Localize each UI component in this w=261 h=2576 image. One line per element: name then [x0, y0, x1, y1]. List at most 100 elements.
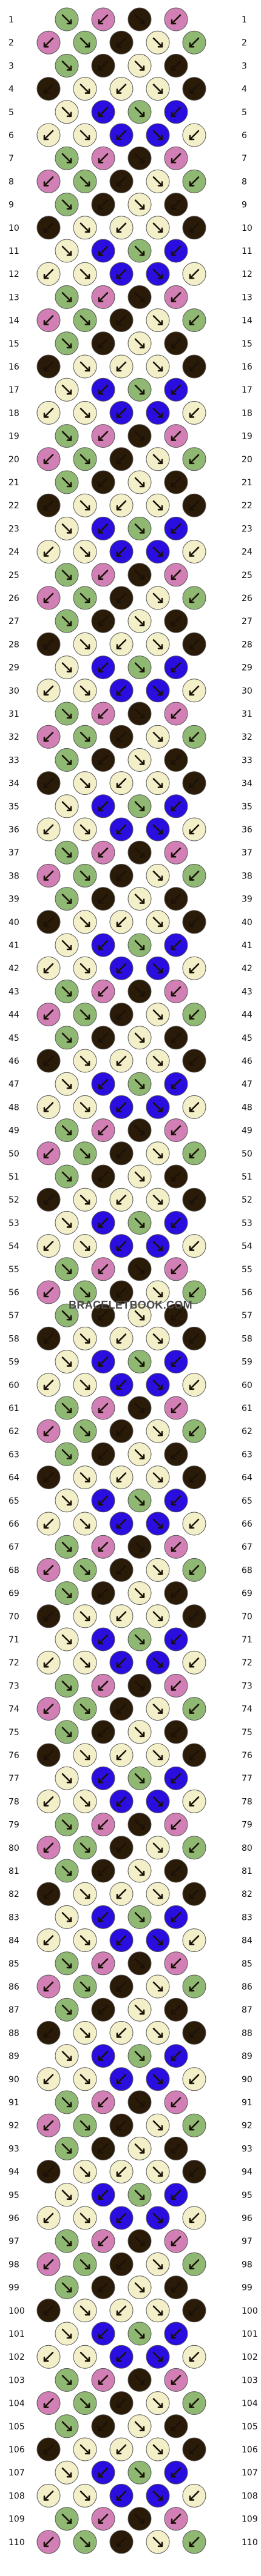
knot-arrow-icon — [116, 731, 127, 742]
knot-arrow-icon — [61, 61, 72, 71]
knot-arrow-icon — [43, 731, 54, 742]
knot-arrow-icon — [134, 2236, 145, 2246]
knot-arrow-icon — [43, 130, 54, 141]
row-label-left: 58 — [8, 1334, 19, 1344]
knot-arrow-icon — [171, 569, 181, 580]
knot-arrow-icon — [189, 1518, 200, 1529]
knot-arrow-icon — [61, 1588, 72, 1598]
knot-arrow-icon — [116, 1333, 127, 1344]
row-label-right: 20 — [242, 455, 253, 465]
knot-arrow-icon — [134, 1032, 145, 1043]
row-label-right: 84 — [242, 1936, 253, 1946]
knot-arrow-icon — [171, 1773, 181, 1784]
row-label-right: 105 — [242, 2422, 258, 2432]
knot-arrow-icon — [98, 801, 109, 812]
row-label-left: 60 — [8, 1381, 19, 1390]
knot-arrow-icon — [152, 963, 163, 974]
knot-arrow-icon — [80, 130, 90, 141]
knot-arrow-icon — [43, 222, 54, 233]
row-label-right: 65 — [242, 1496, 253, 1506]
row-label-right: 80 — [242, 1844, 253, 1853]
knot-arrow-icon — [171, 1078, 181, 1089]
knot-arrow-icon — [152, 2491, 163, 2501]
row-label-left: 30 — [8, 686, 19, 696]
knot-arrow-icon — [43, 963, 54, 974]
row-label-right: 108 — [242, 2491, 258, 2501]
row-label-right: 109 — [242, 2515, 258, 2525]
knot-arrow-icon — [61, 1125, 72, 1135]
knot-arrow-icon — [98, 338, 109, 349]
knot-arrow-icon — [189, 593, 200, 603]
knot-arrow-icon — [43, 1194, 54, 1205]
row-label-right: 102 — [242, 2352, 258, 2362]
knot-arrow-icon — [189, 2074, 200, 2085]
knot-arrow-icon — [80, 1888, 90, 1899]
row-label-left: 11 — [8, 247, 19, 256]
row-label-right: 5 — [242, 108, 247, 118]
knot-arrow-icon — [98, 2282, 109, 2292]
knot-arrow-icon — [134, 477, 145, 488]
row-label-left: 85 — [8, 1959, 19, 1969]
knot-arrow-icon — [80, 917, 90, 928]
knot-arrow-icon — [152, 268, 163, 279]
knot-arrow-icon — [171, 894, 181, 904]
row-label-right: 19 — [242, 432, 253, 442]
row-label-right: 11 — [242, 247, 253, 256]
row-label-left: 45 — [8, 1034, 19, 1043]
knot-arrow-icon — [43, 1009, 54, 1020]
knot-arrow-icon — [80, 963, 90, 974]
knot-arrow-icon — [98, 662, 109, 672]
knot-arrow-icon — [98, 1310, 109, 1321]
knot-arrow-icon — [134, 2097, 145, 2108]
row-label-right: 29 — [242, 663, 253, 673]
row-label-right: 101 — [242, 2329, 258, 2339]
knot-arrow-icon — [171, 1264, 181, 1275]
row-label-left: 59 — [8, 1358, 19, 1367]
knot-arrow-icon — [189, 639, 200, 649]
row-label-left: 44 — [8, 1011, 19, 1020]
knot-arrow-icon — [134, 1912, 145, 1922]
knot-arrow-icon — [189, 268, 200, 279]
knot-arrow-icon — [98, 1681, 109, 1691]
knot-arrow-icon — [80, 1796, 90, 1807]
knot-arrow-icon — [116, 2259, 127, 2269]
knot-arrow-icon — [152, 1472, 163, 1482]
knot-arrow-icon — [171, 2189, 181, 2200]
knot-arrow-icon — [152, 917, 163, 928]
knot-arrow-icon — [152, 1194, 163, 1205]
knot-arrow-icon — [116, 84, 127, 94]
knot-arrow-icon — [152, 593, 163, 603]
knot-arrow-icon — [189, 2537, 200, 2548]
knot-arrow-icon — [116, 2537, 127, 2548]
knot-arrow-icon — [61, 523, 72, 534]
knot-arrow-icon — [189, 2351, 200, 2362]
knot-arrow-icon — [98, 1958, 109, 1969]
knot-arrow-icon — [189, 731, 200, 742]
knot-arrow-icon — [152, 1055, 163, 1066]
knot-arrow-icon — [116, 2491, 127, 2501]
knot-arrow-icon — [80, 1102, 90, 1112]
knot-arrow-icon — [134, 894, 145, 904]
knot-arrow-icon — [43, 1379, 54, 1390]
knot-arrow-icon — [152, 2166, 163, 2177]
knot-arrow-icon — [80, 2351, 90, 2362]
knot-arrow-icon — [80, 546, 90, 557]
row-label-left: 105 — [8, 2422, 25, 2432]
row-label-right: 94 — [242, 2168, 253, 2177]
knot-arrow-icon — [171, 1171, 181, 1182]
knot-arrow-icon — [152, 130, 163, 141]
row-label-left: 25 — [8, 571, 19, 580]
knot-arrow-icon — [43, 2028, 54, 2038]
knot-arrow-icon — [152, 1333, 163, 1344]
row-label-left: 74 — [8, 1705, 19, 1715]
row-label-right: 55 — [242, 1265, 253, 1275]
knot-arrow-icon — [80, 778, 90, 788]
row-label-right: 99 — [242, 2283, 253, 2293]
knot-arrow-icon — [152, 1981, 163, 1992]
knot-arrow-icon — [152, 1287, 163, 1298]
knot-arrow-icon — [189, 778, 200, 788]
knot-arrow-icon — [61, 2467, 72, 2478]
row-label-right: 27 — [242, 617, 253, 626]
knot-arrow-icon — [80, 1333, 90, 1344]
knot-arrow-icon — [61, 1958, 72, 1969]
